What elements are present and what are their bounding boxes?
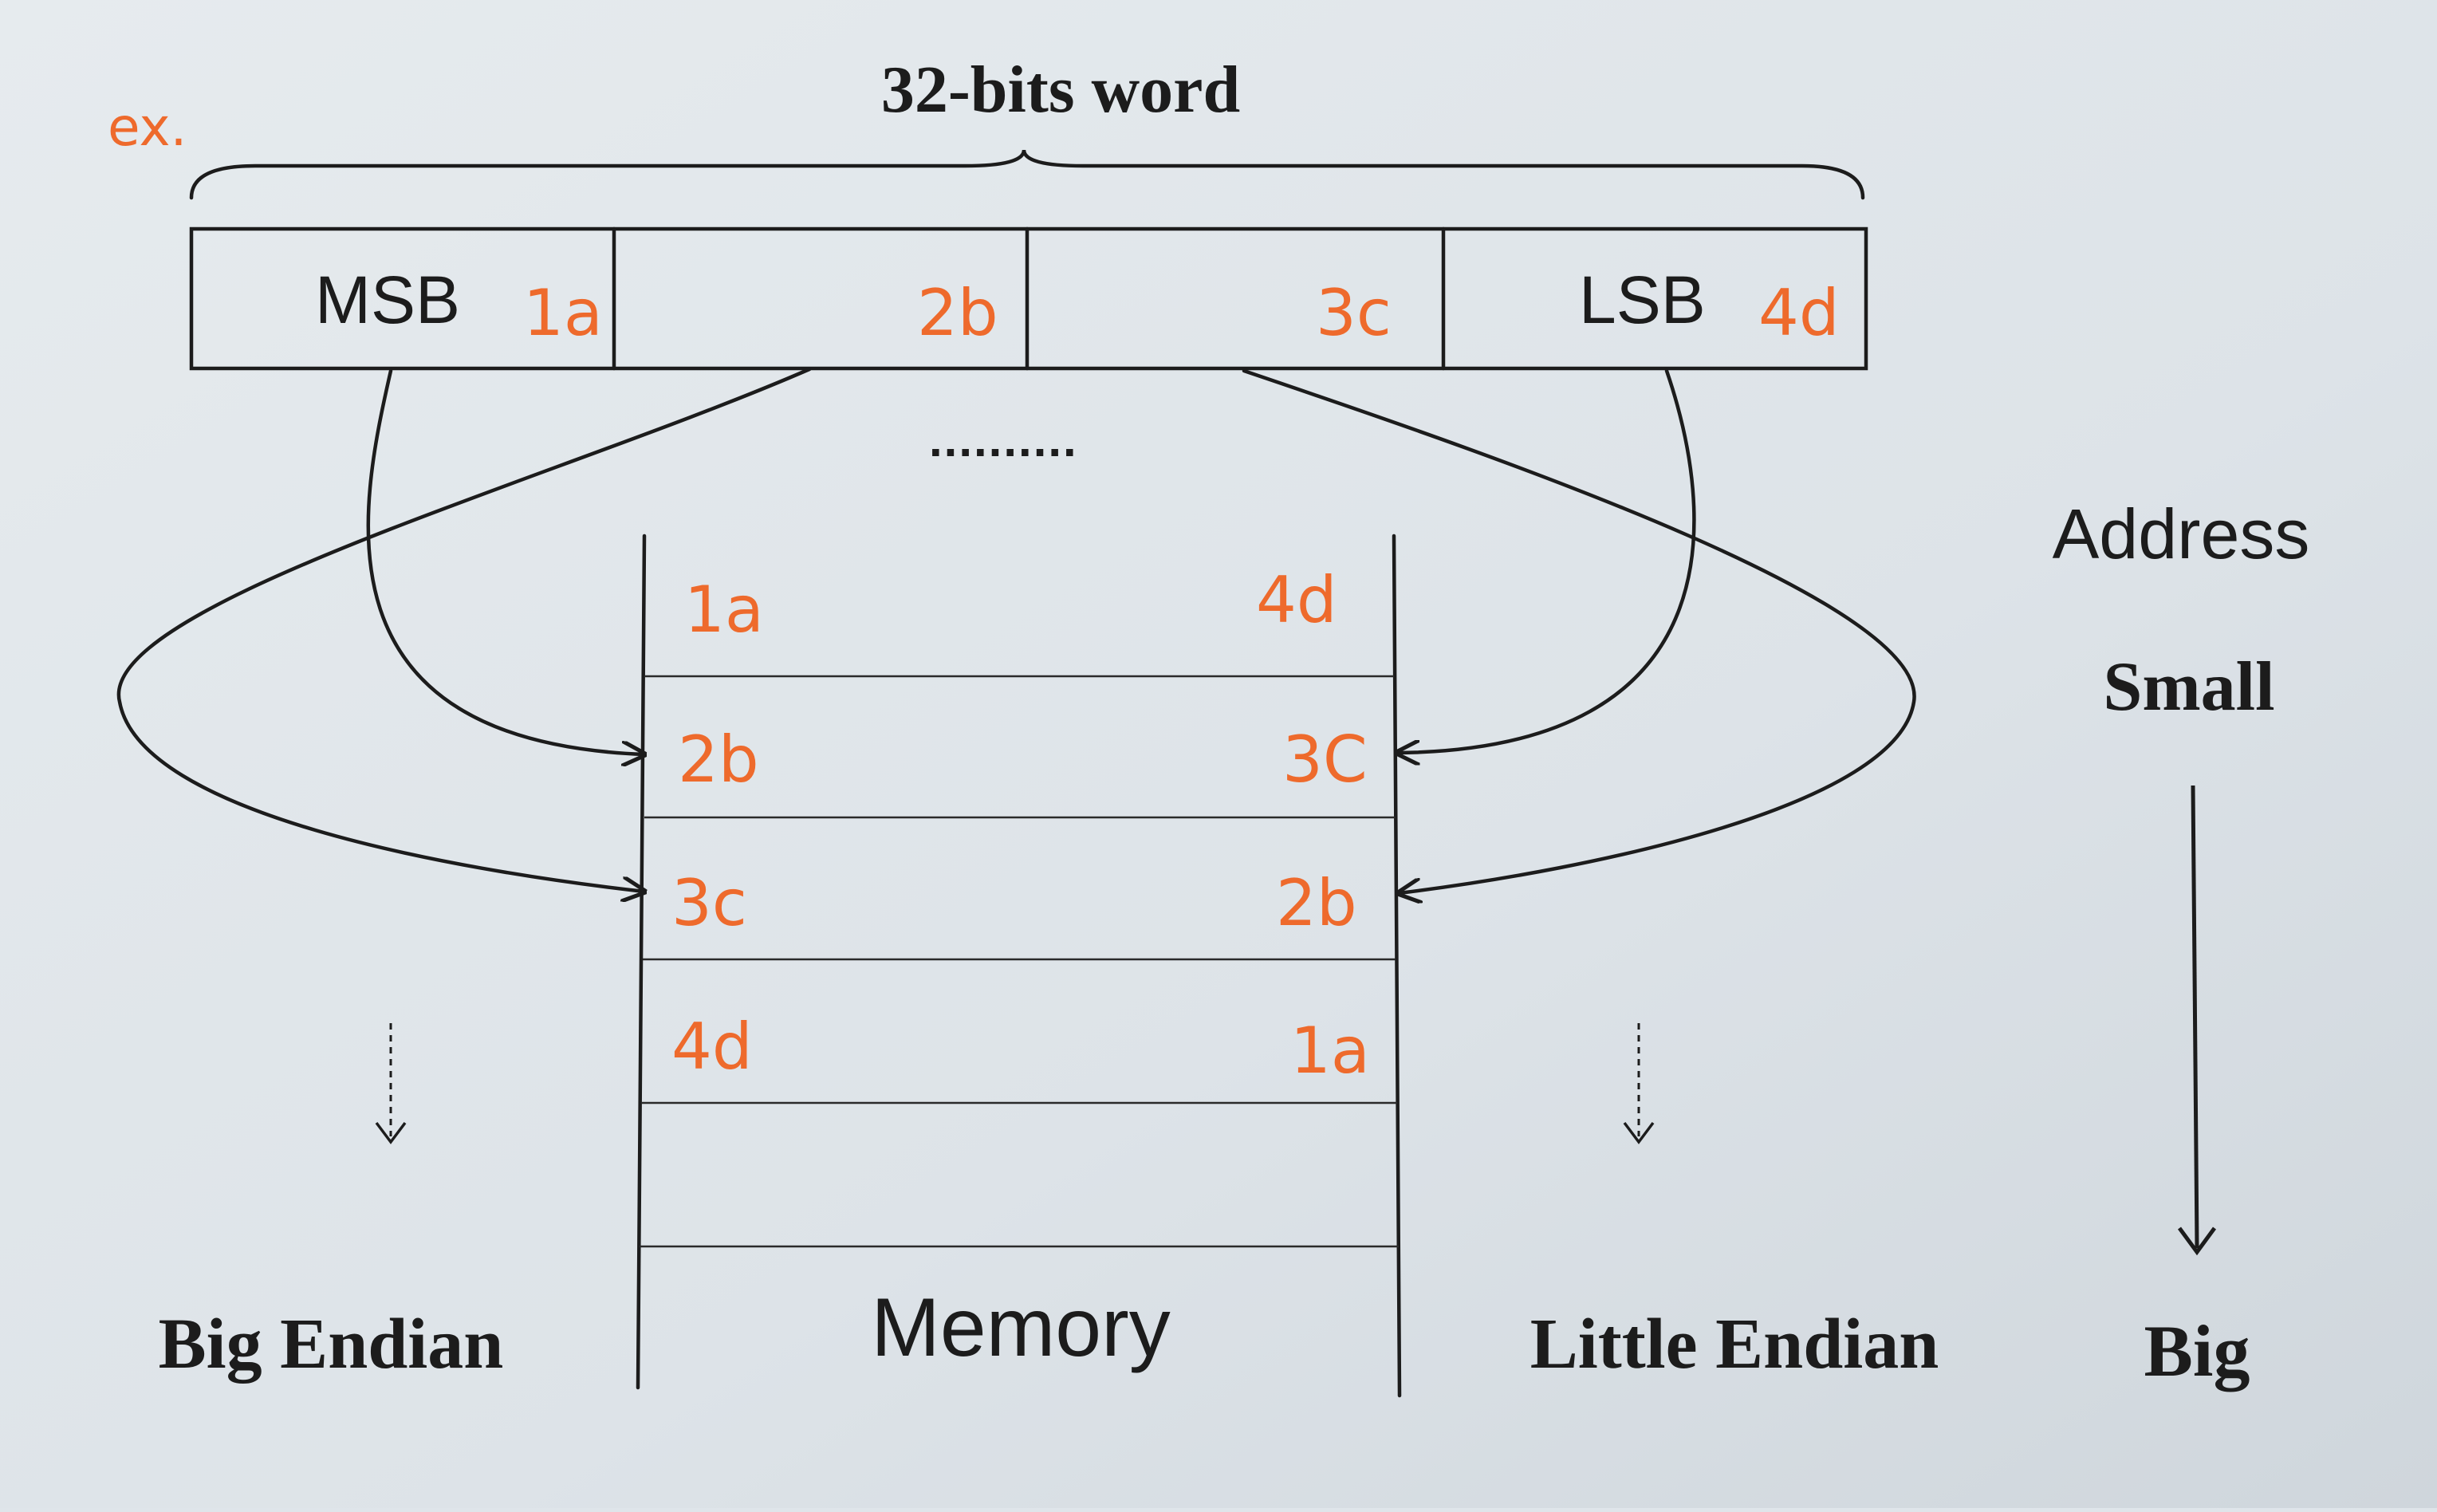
address-axis-arrow <box>2177 785 2217 1256</box>
big-endian-arrow-2b <box>116 367 812 892</box>
big-endian-dotted-arrow <box>375 1023 407 1144</box>
word-byte-0: 1a <box>523 276 603 350</box>
example-label: ex. <box>108 96 187 158</box>
little-endian-byte-3: 1a <box>1290 1014 1370 1088</box>
little-endian-label: Little Endian <box>1530 1305 1939 1384</box>
little-endian-byte-2: 2b <box>1276 866 1357 940</box>
word-title: 32-bits word <box>881 53 1240 127</box>
word-byte-1: 2b <box>917 276 998 350</box>
big-endian-byte-0: 1a <box>684 573 764 647</box>
msb-label: MSB <box>315 262 460 337</box>
word-box <box>189 226 1868 371</box>
little-endian-dotted-arrow <box>1623 1023 1655 1144</box>
big-endian-byte-2: 3c <box>671 866 747 940</box>
big-endian-byte-1: 2b <box>678 723 759 797</box>
word-byte-2: 3c <box>1316 276 1392 350</box>
big-endian-byte-3: 4d <box>671 1010 753 1084</box>
memory-label: Memory <box>871 1282 1171 1374</box>
address-axis-big: Big <box>2144 1310 2250 1392</box>
little-endian-byte-1: 3C <box>1282 723 1368 797</box>
little-endian-byte-0: 4d <box>1256 563 1337 637</box>
lsb-label: LSB <box>1579 262 1706 337</box>
ellipsis: .......... <box>929 413 1078 467</box>
word-byte-3: 4d <box>1758 276 1840 350</box>
big-endian-label: Big Endian <box>159 1305 504 1384</box>
big-endian-arrow-msb <box>366 368 644 754</box>
little-endian-arrow-3c <box>1242 368 1916 893</box>
memory-block <box>636 534 1402 1398</box>
little-endian-arrow-lsb <box>1397 368 1696 753</box>
address-axis-title: Address <box>2053 494 2310 573</box>
word-brace <box>189 149 1865 200</box>
address-axis-small: Small <box>2103 648 2274 726</box>
